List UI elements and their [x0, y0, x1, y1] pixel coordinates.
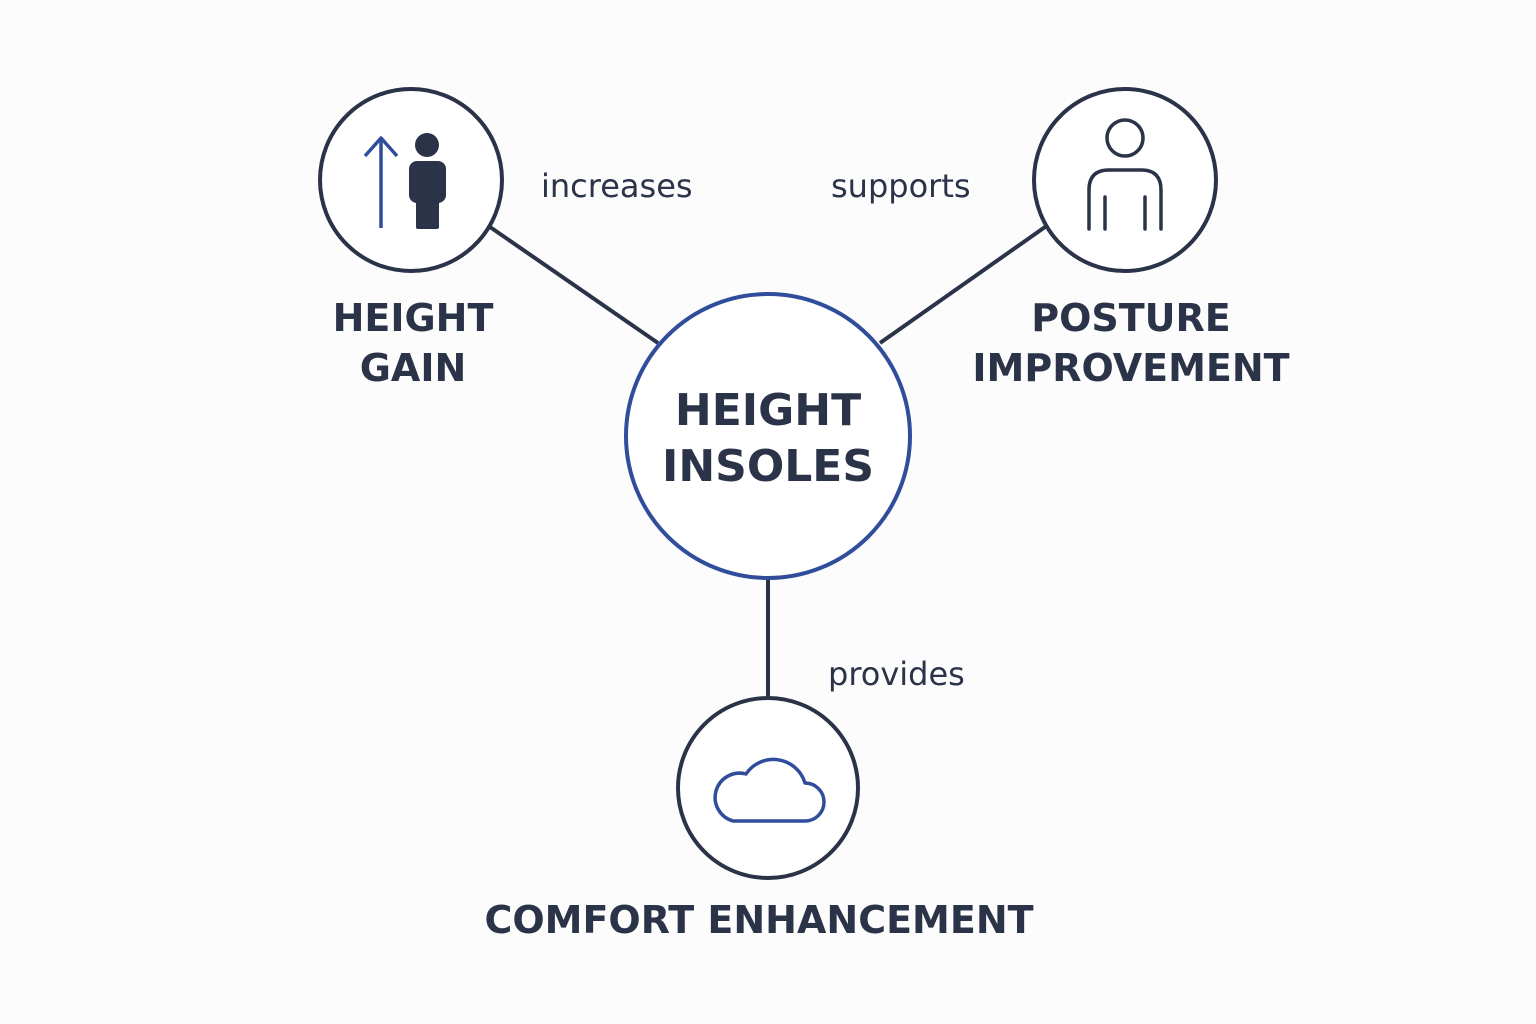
edge-line-increases [488, 225, 660, 345]
edge-line-supports [878, 225, 1047, 345]
comfort-node-circle [676, 696, 860, 880]
posture-node-circle [1032, 87, 1218, 273]
edge-label-supports: supports [831, 167, 971, 205]
edge-label-provides: provides [828, 655, 965, 693]
height-gain-title-line2: GAIN [360, 346, 467, 390]
posture-title-line2: IMPROVEMENT [972, 346, 1289, 390]
posture-title-line1: POSTURE [1031, 296, 1231, 340]
center-node-circle [624, 292, 912, 580]
height-gain-title-line1: HEIGHT [333, 296, 494, 340]
person-outline-icon [1087, 118, 1163, 231]
comfort-title: COMFORT ENHANCEMENT [484, 898, 1033, 942]
edge-label-increases: increases [541, 167, 693, 205]
center-title-line2: INSOLES [662, 441, 874, 492]
cloud-icon [713, 757, 826, 823]
center-title-line1: HEIGHT [675, 385, 861, 436]
height-arrow-person-icon [363, 133, 446, 229]
